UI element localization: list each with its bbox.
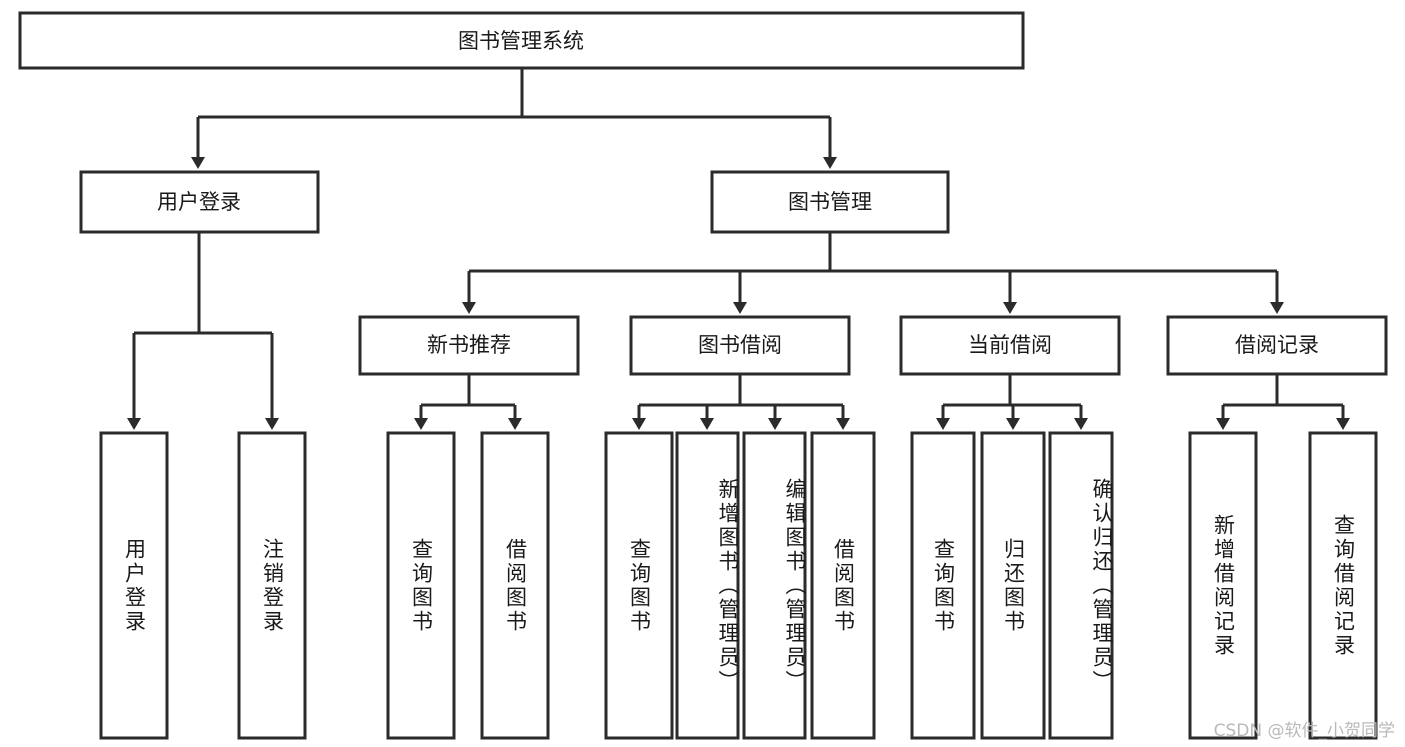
node-borrow-record[interactable]: 借阅记录 — [1166, 315, 1388, 376]
node-current-borrow[interactable]: 当前借阅 — [899, 315, 1121, 376]
connector-group-root-to-level2 — [191, 68, 837, 169]
node-new-book-rec-label: 新书推荐 — [427, 333, 511, 357]
watermark-text: CSDN @软件_小贺同学 — [1213, 721, 1395, 741]
connector-group-user-login-to-leaves — [127, 232, 279, 430]
node-leaf-confirm-return-box[interactable] — [1048, 431, 1114, 740]
node-leaf-edit-book-box[interactable] — [742, 431, 807, 740]
node-borrow-record-box[interactable] — [1166, 315, 1388, 376]
node-leaf-query-record-box[interactable] — [1308, 431, 1378, 740]
node-book-manage-label: 图书管理 — [788, 190, 872, 214]
node-book-borrow-label: 图书借阅 — [698, 333, 782, 357]
node-leaf-borrow-book-b-box[interactable] — [810, 431, 876, 740]
node-user-login-label: 用户登录 — [157, 190, 241, 214]
node-root-box[interactable] — [18, 11, 1025, 70]
node-new-book-rec[interactable]: 新书推荐 — [358, 315, 580, 376]
node-borrow-record-label: 借阅记录 — [1235, 333, 1319, 357]
node-book-borrow-box[interactable] — [629, 315, 851, 376]
connector-group-current-borrow-to-leaves — [936, 374, 1088, 430]
connector-group-new-book-rec-to-leaves — [414, 374, 522, 430]
node-book-borrow[interactable]: 图书借阅 — [629, 315, 851, 376]
node-root-label: 图书管理系统 — [458, 29, 584, 53]
node-leaf-borrow-book-a-box[interactable] — [480, 431, 550, 740]
node-leaf-user-login-box[interactable] — [99, 431, 169, 740]
node-user-login-box[interactable] — [79, 170, 320, 234]
node-user-login[interactable]: 用户登录 — [79, 170, 320, 234]
node-leaf-add-record-box[interactable] — [1188, 431, 1258, 740]
connector-group-borrow-record-to-leaves — [1216, 374, 1350, 430]
node-leaf-query-book-a-box[interactable] — [386, 431, 456, 740]
node-current-borrow-label: 当前借阅 — [968, 333, 1052, 357]
node-leaf-query-book-c-box[interactable] — [910, 431, 976, 740]
connector-group-book-borrow-to-leaves — [632, 374, 850, 430]
node-book-manage[interactable]: 图书管理 — [710, 170, 950, 234]
connector-group-book-manage-to-level3 — [462, 232, 1284, 314]
node-leaf-query-book-b-box[interactable] — [604, 431, 674, 740]
node-book-manage-box[interactable] — [710, 170, 950, 234]
node-new-book-rec-box[interactable] — [358, 315, 580, 376]
node-leaf-add-book-box[interactable] — [675, 431, 740, 740]
node-leaf-logout-box[interactable] — [237, 431, 307, 740]
node-leaf-return-book-box[interactable] — [980, 431, 1046, 740]
node-current-borrow-box[interactable] — [899, 315, 1121, 376]
node-root[interactable]: 图书管理系统 — [18, 11, 1025, 70]
